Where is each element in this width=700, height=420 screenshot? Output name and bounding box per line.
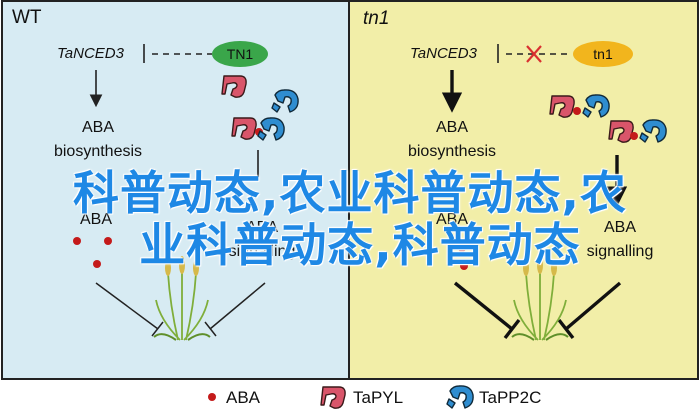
tn1-gene-label: TaNCED3	[410, 45, 478, 62]
panel-wt-background	[1, 0, 350, 380]
legend-pyl-icon	[320, 386, 346, 409]
wt-gene-label: TaNCED3	[57, 45, 125, 62]
cross-icon	[526, 45, 542, 63]
panel-wt: WT TaNCED3 TN1 ABA biosynthesis ABA sign…	[1, 0, 350, 380]
tn1-biosynthesis-label-line2: biosynthesis	[408, 143, 496, 160]
wt-inhibit-right	[209, 282, 266, 330]
wheat-plant-icon-2	[511, 256, 569, 341]
legend-pp2c-label: TaPP2C	[479, 388, 541, 407]
wt-aba-dot-icon-2	[73, 237, 81, 245]
wt-inhibit-right-bar	[204, 321, 217, 337]
tn1-regulator-label: tn1	[593, 46, 613, 62]
tn1-inhibit-right-bar	[557, 318, 575, 340]
tn1-aba-dot-icon	[573, 107, 581, 115]
overlay-text-line1: 科普动态,农业科普动态,农	[73, 166, 627, 220]
wheat-plant-icon	[153, 256, 211, 341]
panel-tn1-background	[348, 0, 699, 380]
legend-aba-label: ABA	[226, 388, 261, 407]
wt-inhibit-left-bar	[151, 321, 164, 337]
overlay-text-line2: 业科普动态,科普动态	[139, 218, 581, 272]
wt-signalling-label-line1: ABA	[246, 219, 278, 236]
panel-tn1-label: tn1	[363, 8, 389, 29]
tn1-signalling-label-line2: signalling	[587, 243, 654, 260]
wt-regulator-label: TN1	[227, 46, 254, 62]
tn1-aba-dot-icon-2	[630, 132, 638, 140]
wt-inhibit-left	[95, 282, 159, 330]
tn1-inhibit-right	[564, 281, 622, 331]
wt-regulator-oval	[212, 41, 268, 67]
tn1-inhibit-left	[453, 281, 514, 331]
wt-aba-bottom-label: ABA	[80, 211, 112, 228]
wt-aba-dot-icon-4	[93, 260, 101, 268]
legend-pyl-label: TaPYL	[353, 388, 403, 407]
wt-biosynthesis-label-line2: biosynthesis	[54, 143, 142, 160]
wt-aba-dot-icon-3	[104, 237, 112, 245]
tn1-inhibit-left-bar	[503, 318, 521, 340]
tn1-biosynthesis-label-line1: ABA	[436, 119, 468, 136]
tn1-aba-bottom-label: ABA	[436, 211, 468, 228]
wt-biosynthesis-label-line1: ABA	[82, 119, 114, 136]
tn1-aba-dot-icon-3	[458, 244, 466, 252]
tn1-regulator-oval	[573, 41, 633, 67]
legend-pp2c-icon	[446, 385, 474, 409]
wt-signalling-label-line2: signalling	[229, 243, 296, 260]
tn1-aba-dot-icon-4	[460, 262, 468, 270]
legend: ABA TaPYL TaPP2C	[208, 385, 541, 409]
panel-tn1: tn1 TaNCED3 tn1 ABA biosynthesis ABA sig…	[348, 0, 699, 380]
tn1-signalling-label-line1: ABA	[604, 219, 636, 236]
legend-aba-dot-icon	[208, 393, 216, 401]
panel-wt-label: WT	[12, 7, 42, 28]
